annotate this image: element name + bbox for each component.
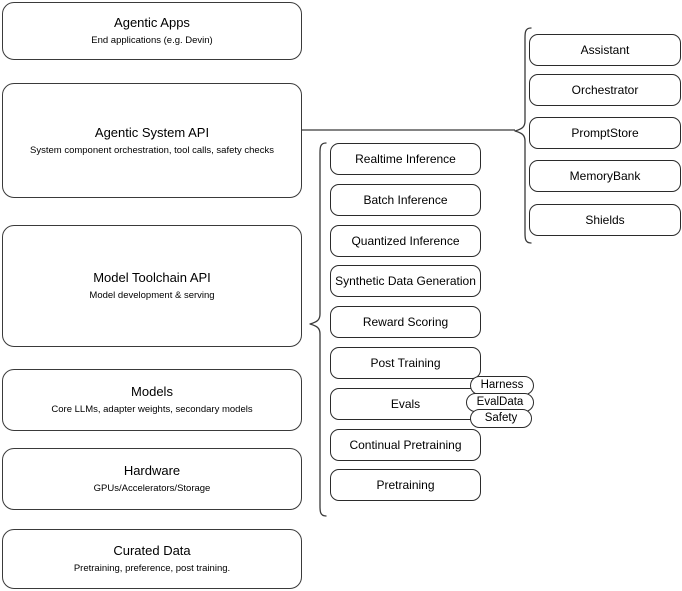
layer-title: Curated Data — [113, 543, 191, 558]
layer-subtitle: Model development & serving — [89, 290, 215, 301]
chip-memorybank[interactable]: MemoryBank — [529, 160, 681, 192]
layer-models[interactable]: Models Core LLMs, adapter weights, secon… — [2, 369, 302, 431]
layer-title: Models — [131, 384, 173, 399]
layer-model-toolchain-api[interactable]: Model Toolchain API Model development & … — [2, 225, 302, 347]
layer-hardware[interactable]: Hardware GPUs/Accelerators/Storage — [2, 448, 302, 510]
chip-promptstore[interactable]: PromptStore — [529, 117, 681, 149]
layer-subtitle: Pretraining, preference, post training. — [73, 563, 231, 574]
layer-curated-data[interactable]: Curated Data Pretraining, preference, po… — [2, 529, 302, 589]
layer-agentic-apps[interactable]: Agentic Apps End applications (e.g. Devi… — [2, 2, 302, 60]
chip-evals[interactable]: Evals — [330, 388, 481, 420]
badge-safety[interactable]: Safety — [470, 409, 532, 428]
layer-title: Hardware — [123, 463, 181, 478]
layer-title: Model Toolchain API — [93, 270, 211, 285]
chip-pretraining[interactable]: Pretraining — [330, 469, 481, 501]
toolchain-brace — [309, 142, 327, 517]
layer-subtitle: Core LLMs, adapter weights, secondary mo… — [51, 404, 253, 415]
chip-orchestrator[interactable]: Orchestrator — [529, 74, 681, 106]
layer-subtitle: System component orchestration, tool cal… — [30, 144, 274, 156]
chip-realtime-inference[interactable]: Realtime Inference — [330, 143, 481, 175]
chip-batch-inference[interactable]: Batch Inference — [330, 184, 481, 216]
chip-assistant[interactable]: Assistant — [529, 34, 681, 66]
layer-agentic-system-api[interactable]: Agentic System API System component orch… — [2, 83, 302, 198]
layer-subtitle: End applications (e.g. Devin) — [91, 35, 213, 46]
layer-title: Agentic System API — [94, 124, 210, 140]
chip-synthetic-data-generation[interactable]: Synthetic Data Generation — [330, 265, 481, 297]
chip-reward-scoring[interactable]: Reward Scoring — [330, 306, 481, 338]
layer-subtitle: GPUs/Accelerators/Storage — [93, 483, 211, 494]
chip-post-training[interactable]: Post Training — [330, 347, 481, 379]
chip-continual-pretraining[interactable]: Continual Pretraining — [330, 429, 481, 461]
chip-shields[interactable]: Shields — [529, 204, 681, 236]
chip-quantized-inference[interactable]: Quantized Inference — [330, 225, 481, 257]
layer-title: Agentic Apps — [114, 15, 190, 30]
